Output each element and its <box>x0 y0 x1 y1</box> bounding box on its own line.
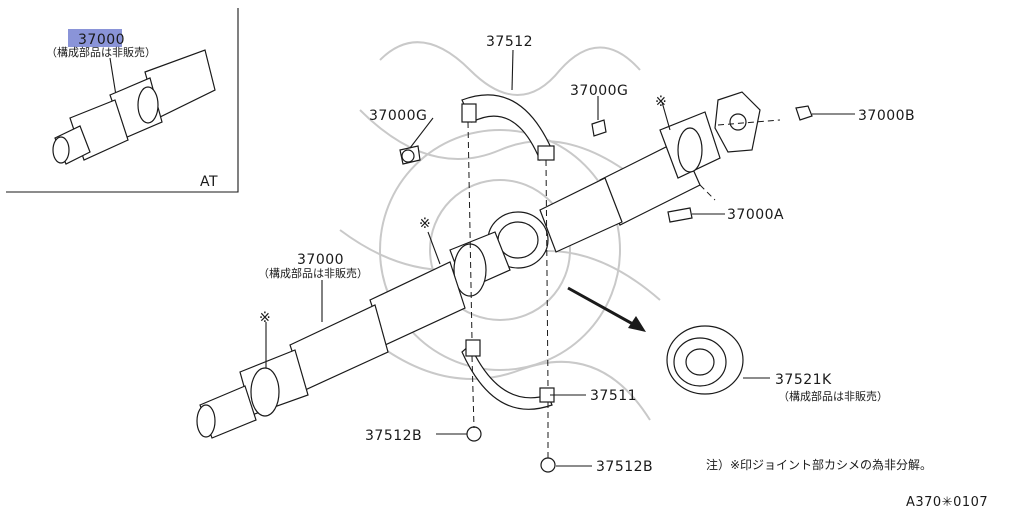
callout-37521K-note: （構成部品は非販売） <box>778 389 888 403</box>
asterisk-mark-rear: ※ <box>655 94 667 110</box>
nut-37512B-right-icon <box>540 457 556 473</box>
callout-37000B: 37000B <box>858 108 915 124</box>
callout-37000-note: （構成部品は非販売） <box>258 266 368 280</box>
direction-arrow-icon <box>567 286 646 332</box>
asterisk-mark-center: ※ <box>419 216 431 232</box>
nut-37000B-icon <box>795 105 813 121</box>
callout-37512B-left: 37512B <box>365 428 422 444</box>
callout-37000G-right: 37000G <box>570 83 628 99</box>
callout-37000A: 37000A <box>727 207 784 223</box>
inset-part-note: （構成部品は非販売） <box>46 45 156 59</box>
damper-ring-icon <box>666 325 744 395</box>
callout-37000G-left: 37000G <box>369 108 427 124</box>
asterisk-mark-front: ※ <box>259 310 271 326</box>
callout-37511: 37511 <box>590 388 637 404</box>
propeller-shaft-main-icon <box>196 91 761 439</box>
propeller-shaft-icon <box>52 49 216 165</box>
inset-variant-label: AT <box>200 174 218 190</box>
bolt-37000A-icon <box>667 207 693 223</box>
figure-code: A370✳0107 <box>906 495 988 510</box>
footnote: 注）※印ジョイント部カシメの為非分解。 <box>706 457 932 472</box>
inset-part-number: 37000 <box>78 32 125 48</box>
callout-37000: 37000 <box>297 252 344 268</box>
nut-37512B-left-icon <box>466 426 482 442</box>
grommet-right-icon <box>591 119 607 137</box>
center-bearing-bracket-icon <box>461 94 555 161</box>
callout-37512: 37512 <box>486 34 533 50</box>
highlight-box <box>68 29 122 47</box>
grommet-left-icon <box>399 145 421 165</box>
inset-panel: 37000 （構成部品は非販売） AT <box>6 8 239 193</box>
callout-37521K: 37521K <box>775 372 832 388</box>
callout-37512B-right: 37512B <box>596 459 653 475</box>
